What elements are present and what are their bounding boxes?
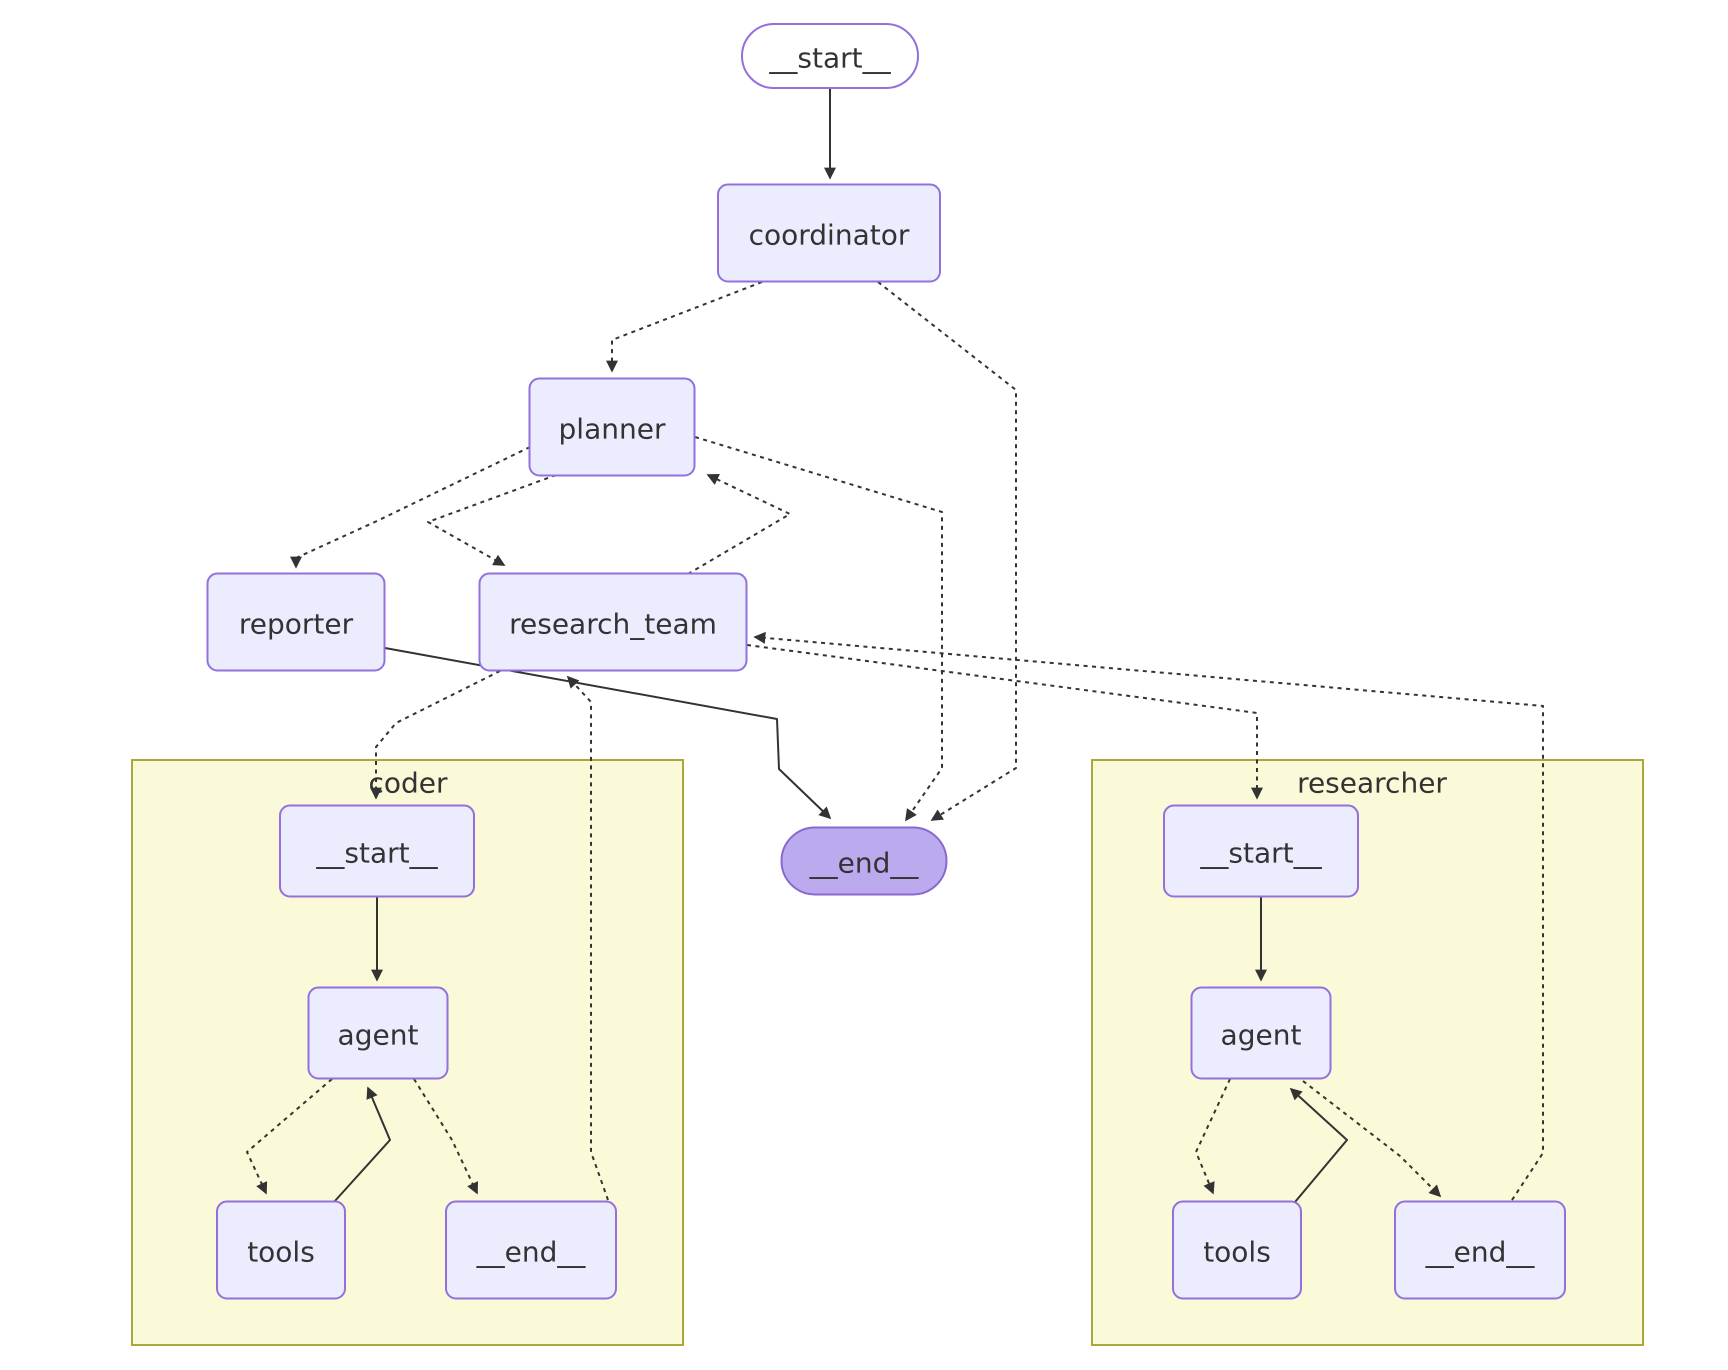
- node-researcher_agent-label: agent: [1221, 1019, 1302, 1052]
- node-layer: __start__ coordinator planner reporter resea…: [206, 23, 1566, 1300]
- node-reporter-label: reporter: [239, 608, 354, 641]
- node-researcher_tools: [1172, 1200, 1302, 1300]
- edge-research_team-to-researcher_start: [746, 644, 1263, 800]
- node-coder_end-label: __end__: [476, 1236, 587, 1269]
- edge-coder_end-to-research_team: [566, 675, 609, 1201]
- edge-planner-to-end: [694, 436, 943, 822]
- edge-coder_agent-to-coder_end: [413, 1078, 479, 1195]
- node-research_team-label: research_team: [509, 608, 717, 641]
- node-start: [741, 23, 919, 89]
- node-coder_tools: [216, 1200, 346, 1300]
- edge-planner-to-reporter: [290, 446, 531, 569]
- node-coder_end: [445, 1200, 617, 1300]
- node-planner: [528, 377, 696, 477]
- edge-coordinator-to-planner: [606, 281, 763, 373]
- node-end: [780, 826, 948, 896]
- node-researcher_start: [1163, 804, 1359, 898]
- node-researcher_agent: [1190, 986, 1332, 1080]
- node-end-label: __end__: [809, 847, 920, 880]
- edge-coder_tools-to-coder_agent: [333, 1086, 391, 1203]
- edge-coordinator-to-end: [877, 281, 1017, 821]
- subgraph-coder-label: coder: [368, 767, 448, 800]
- subgraph-researcher-label: researcher: [1297, 767, 1447, 800]
- node-researcher_start-label: __start__: [1199, 837, 1322, 870]
- node-researcher_end: [1394, 1200, 1566, 1300]
- edge-researcher_end-to-research_team: [753, 631, 1544, 1201]
- node-coder_tools-label: tools: [247, 1236, 315, 1269]
- node-coder_agent: [307, 986, 449, 1080]
- edge-research_team-to-planner: [687, 474, 791, 575]
- edge-research_team-to-coder_start: [370, 670, 501, 800]
- edge-researcher_agent-to-researcher_tools: [1195, 1078, 1231, 1195]
- edge-coder_agent-to-coder_tools: [246, 1078, 333, 1195]
- node-coordinator-label: coordinator: [749, 219, 910, 252]
- node-coder_start: [279, 804, 475, 898]
- node-research_team: [478, 572, 748, 672]
- node-coder_agent-label: agent: [338, 1019, 419, 1052]
- node-coordinator: [717, 183, 941, 283]
- node-planner-label: planner: [559, 413, 666, 446]
- node-researcher_end-label: __end__: [1425, 1236, 1536, 1269]
- edge-reporter-to-end: [384, 647, 832, 820]
- edge-researcher_agent-to-researcher_end: [1302, 1080, 1442, 1198]
- node-coder_start-label: __start__: [315, 837, 438, 870]
- node-researcher_tools-label: tools: [1203, 1236, 1271, 1269]
- edge-planner-to-research_team: [427, 474, 557, 566]
- edge-researcher_tools-to-researcher_agent: [1289, 1087, 1348, 1203]
- edge-layer: [246, 88, 1544, 1203]
- node-reporter: [206, 572, 386, 672]
- node-start-label: __start__: [768, 42, 891, 75]
